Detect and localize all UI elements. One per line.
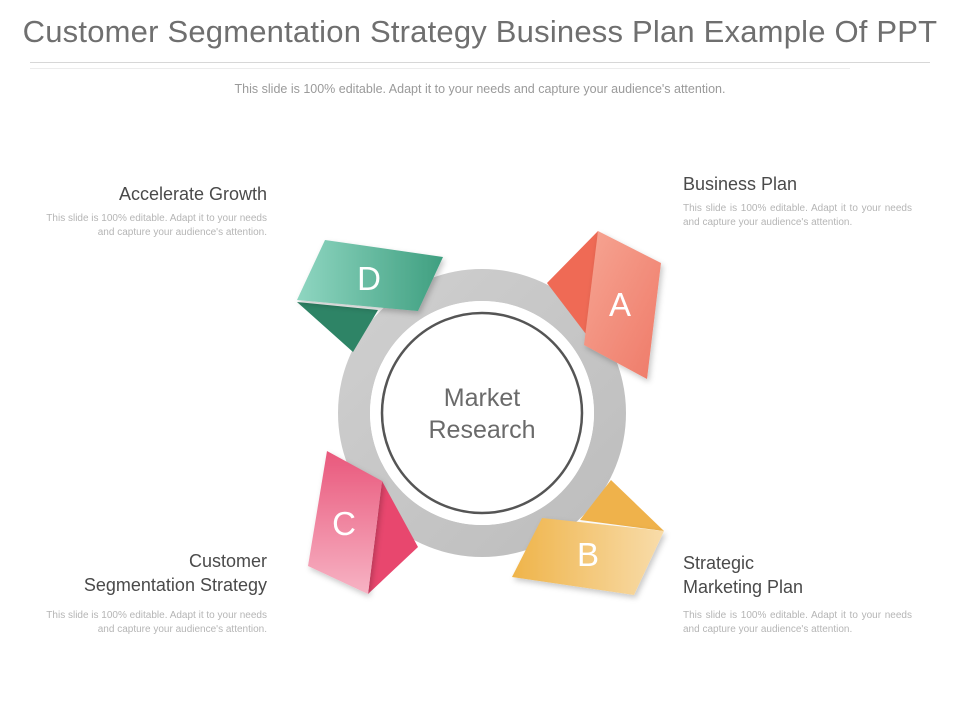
- segment-a-body: This slide is 100% editable. Adapt it to…: [683, 203, 912, 228]
- segment-b-letter: B: [577, 536, 599, 573]
- segment-c-letter: C: [332, 505, 356, 542]
- segment-c-text: Customer Segmentation Strategy This slid…: [40, 549, 267, 637]
- title-divider-secondary: [30, 68, 850, 69]
- segment-d-shape: D: [297, 240, 443, 352]
- segment-c-shape: C: [308, 451, 418, 594]
- center-label-line2: Research: [429, 416, 536, 444]
- segment-d-body: This slide is 100% editable. Adapt it to…: [46, 213, 267, 238]
- segment-c-heading-line1: Customer: [188, 551, 267, 571]
- segment-d-letter: D: [357, 260, 381, 297]
- slide-subtitle: This slide is 100% editable. Adapt it to…: [234, 82, 726, 96]
- title-divider: [30, 62, 930, 63]
- segment-c-heading-line2: Segmentation Strategy: [83, 575, 267, 595]
- segment-a-shape: A: [547, 231, 661, 379]
- segment-b-heading-line1: Strategic: [683, 553, 755, 573]
- segment-a-heading: Business Plan: [683, 174, 798, 194]
- center-circle: [380, 311, 584, 515]
- segment-b-shape: B: [512, 480, 664, 595]
- segment-b-heading-line2: Marketing Plan: [683, 577, 804, 597]
- center-label-line1: Market: [444, 384, 520, 412]
- segment-a-text: Business Plan This slide is 100% editabl…: [683, 172, 912, 230]
- segment-b-text: Strategic Marketing Plan This slide is 1…: [683, 551, 912, 637]
- segment-b-body: This slide is 100% editable. Adapt it to…: [683, 610, 912, 635]
- segment-d-text: Accelerate Growth This slide is 100% edi…: [40, 182, 267, 240]
- slide-title: Customer Segmentation Strategy Business …: [22, 14, 938, 49]
- segment-d-heading: Accelerate Growth: [118, 184, 267, 204]
- segment-c-body: This slide is 100% editable. Adapt it to…: [46, 610, 267, 635]
- segment-a-letter: A: [609, 286, 631, 323]
